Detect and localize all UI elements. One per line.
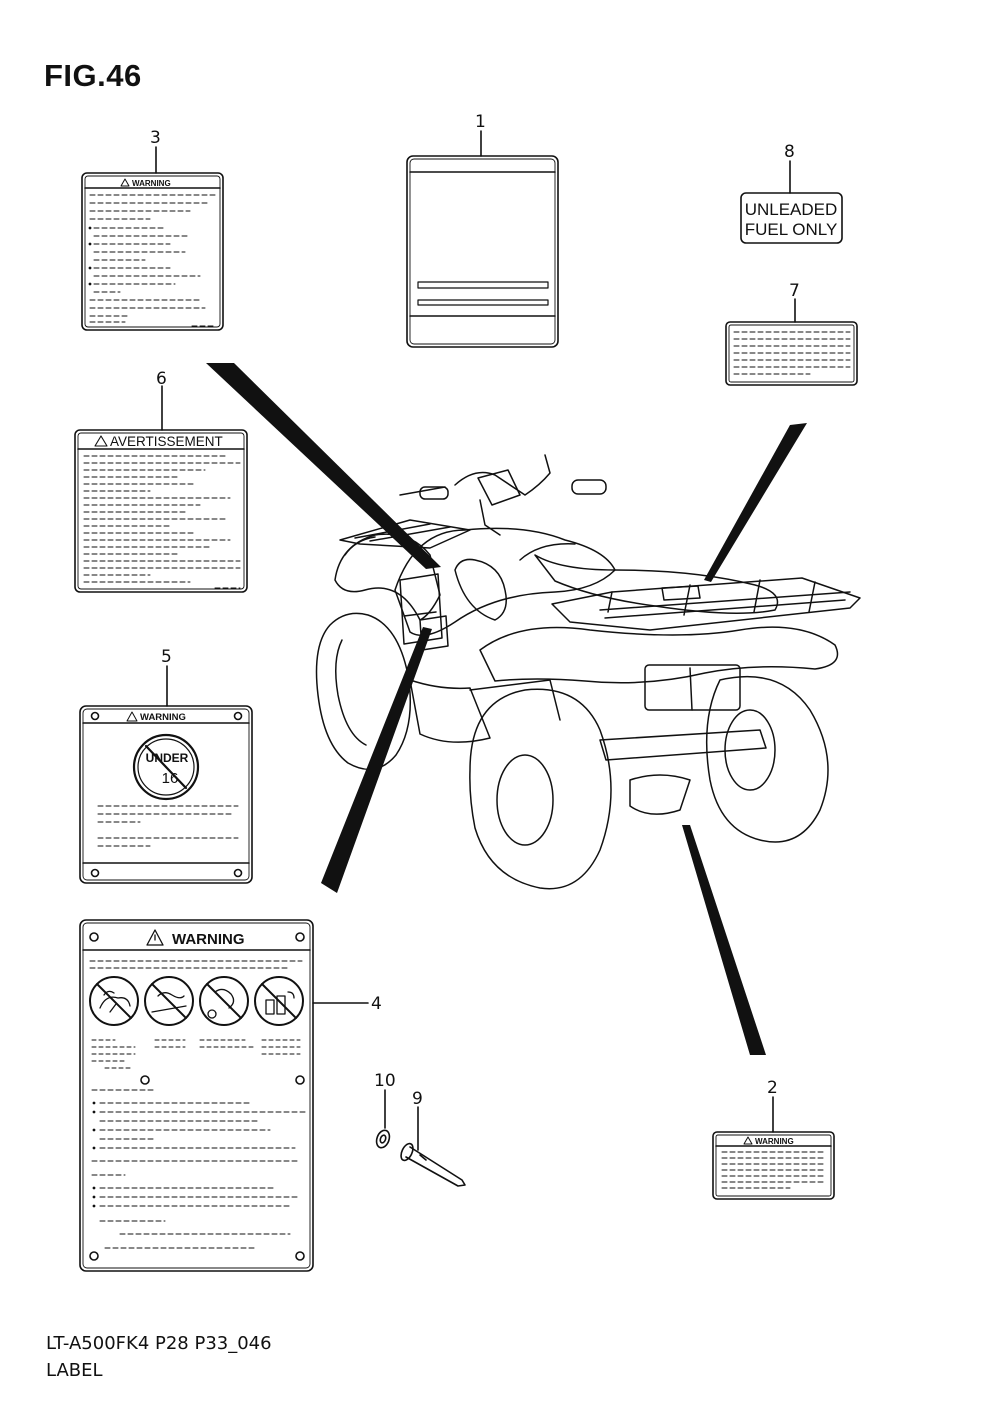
label-5-warning-text: WARNING	[140, 712, 186, 723]
warning-triangle-icon	[126, 711, 138, 722]
callout-5: 5	[161, 647, 172, 667]
no-children-icon	[199, 976, 249, 1026]
unleaded-line-2: FUEL ONLY	[745, 220, 838, 239]
pointer-to-label-7	[704, 423, 807, 582]
label-1-blank-tag	[406, 155, 559, 348]
pointer-to-label-3	[206, 363, 441, 569]
under-word: UNDER	[146, 751, 189, 765]
callout-7: 7	[789, 281, 800, 301]
model-code: LT-A500FK4 P28 P33_046	[46, 1333, 272, 1354]
label-6-avertissement: AVERTISSEMENT	[74, 429, 248, 593]
label-4-warning-text: WARNING	[172, 931, 245, 948]
figure-title: FIG.46	[44, 58, 142, 93]
no-alcohol-icon	[254, 976, 304, 1026]
atv-illustration	[315, 454, 861, 890]
figure-caption: LABEL	[46, 1360, 103, 1381]
callout-10: 10	[374, 1071, 396, 1091]
warning-triangle-icon	[120, 178, 130, 187]
no-under-16-icon	[132, 733, 200, 801]
label-5-under-16: WARNING UNDER 16	[79, 705, 253, 884]
callout-3: 3	[150, 128, 161, 148]
part-9-rivet	[400, 1142, 466, 1187]
callout-8: 8	[784, 142, 795, 162]
pointer-wedges	[206, 363, 807, 1055]
label-2-small-warning: WARNING	[712, 1131, 835, 1200]
label-7-info	[725, 321, 858, 386]
callout-9: 9	[412, 1089, 423, 1109]
label-4-large-warning: WARNING	[79, 919, 314, 1272]
callout-6: 6	[156, 369, 167, 389]
no-highway-icon	[144, 976, 194, 1026]
under-age: 16	[162, 770, 179, 787]
warning-triangle-icon	[146, 929, 164, 946]
label-3-warning-text: WARNING	[132, 179, 171, 188]
callout-4: 4	[371, 994, 382, 1014]
part-10-washer	[375, 1129, 391, 1149]
label-6-avertissement-text: AVERTISSEMENT	[110, 434, 223, 449]
no-passenger-icon	[89, 976, 139, 1026]
label-2-warning-text: WARNING	[755, 1137, 794, 1146]
warning-triangle-icon	[94, 435, 108, 447]
pointer-to-label-6	[321, 627, 432, 893]
pointer-to-label-2	[682, 825, 766, 1055]
callout-1: 1	[475, 112, 486, 132]
label-8-unleaded-fuel: UNLEADED FUEL ONLY	[740, 192, 843, 244]
callout-2: 2	[767, 1078, 778, 1098]
label-3-warning: WARNING	[81, 172, 224, 331]
unleaded-line-1: UNLEADED	[745, 200, 838, 219]
warning-triangle-icon	[743, 1136, 753, 1145]
